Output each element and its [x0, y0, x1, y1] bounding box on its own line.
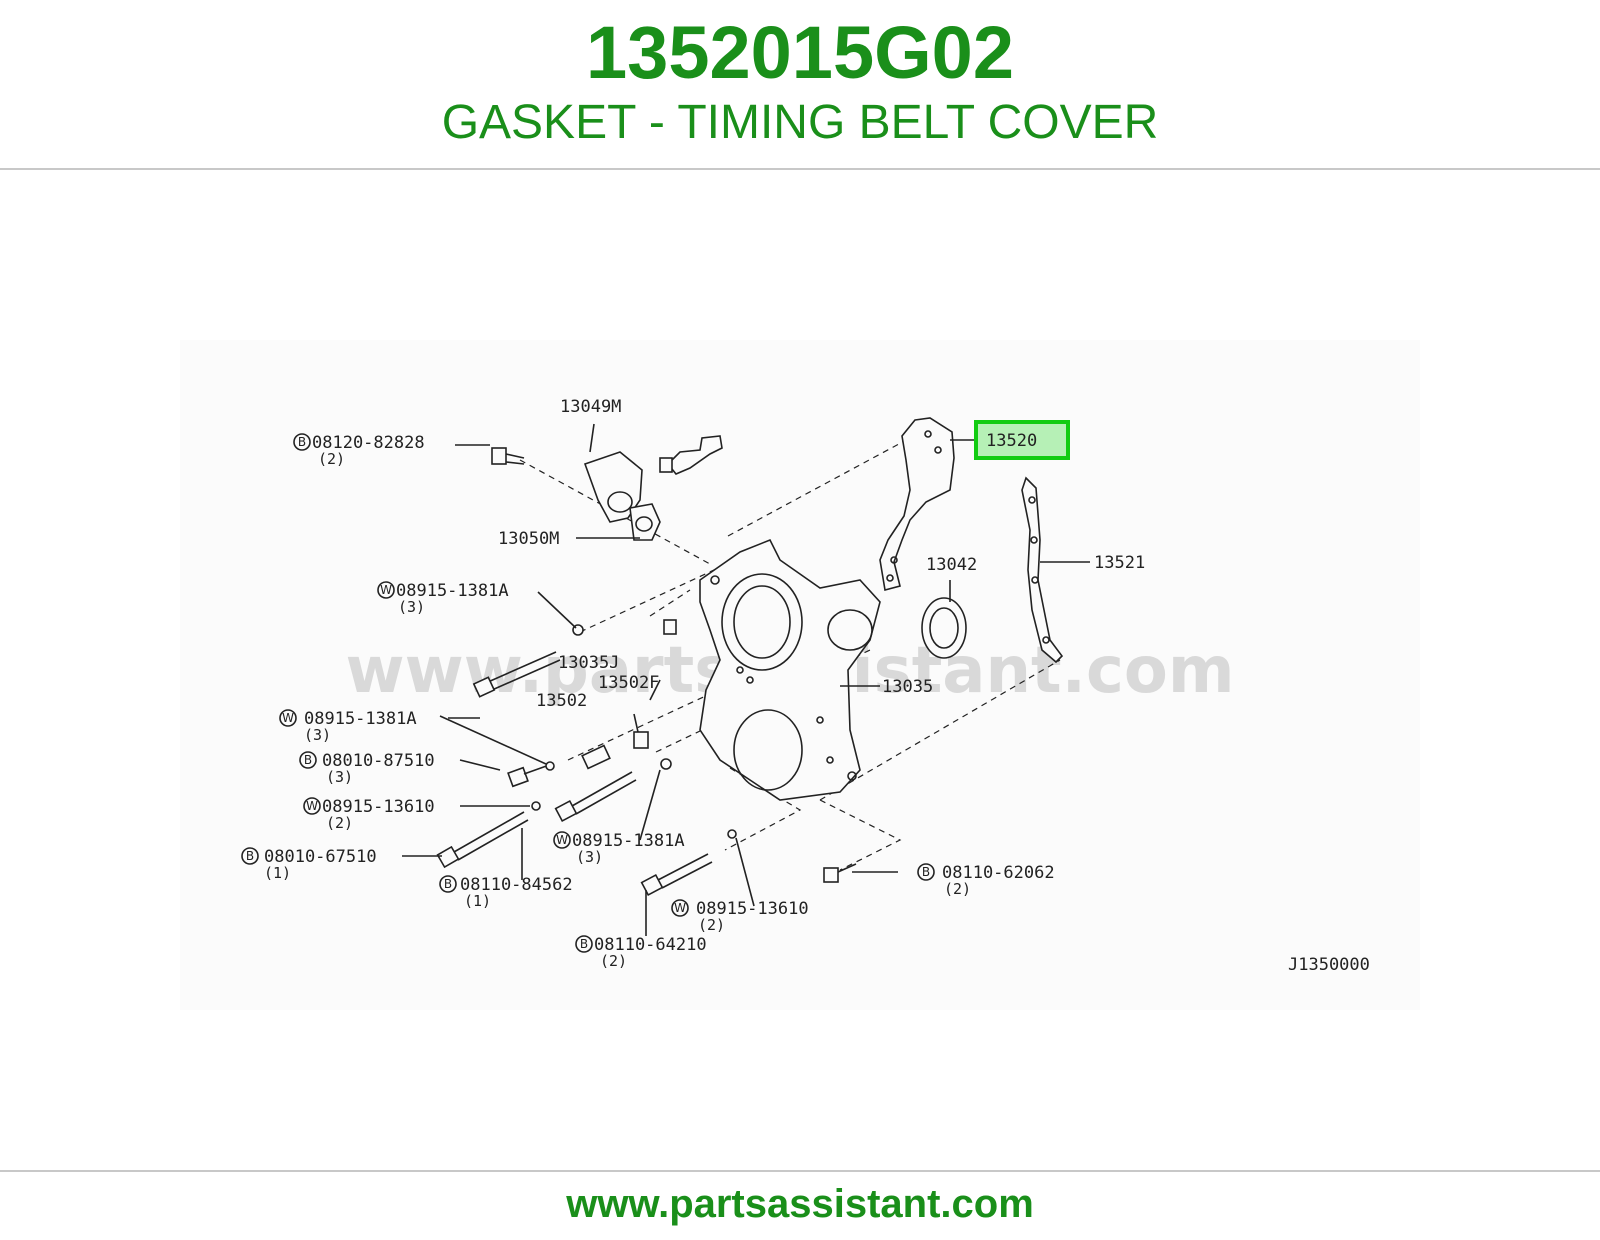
- label-13502[interactable]: 13502: [536, 691, 587, 711]
- callout-qty: (2): [944, 880, 971, 898]
- callout-qty: (2): [600, 952, 627, 970]
- callout-number: 08915-1381A: [572, 831, 685, 851]
- callout-w2[interactable]: W 08915-1381A (3): [279, 709, 417, 744]
- exploded-view-svg: .ln { stroke: #222; stroke-width: 1.6; f…: [241, 397, 1370, 975]
- callout-symbol: B: [298, 435, 306, 449]
- callout-symbol: W: [282, 711, 294, 725]
- callout-symbol: B: [444, 877, 452, 891]
- callout-number: 08110-84562: [460, 875, 573, 895]
- label-13050m[interactable]: 13050M: [498, 529, 559, 549]
- footer-site-link[interactable]: www.partsassistant.com: [566, 1182, 1034, 1226]
- gasket-13520-part: [879, 417, 955, 591]
- callout-qty: (3): [304, 726, 331, 744]
- callout-w3[interactable]: W 08915-13610 (2): [303, 797, 435, 832]
- callout-symbol: W: [556, 833, 568, 847]
- callout-b5[interactable]: B 08110-62062 (2): [917, 863, 1055, 898]
- part-number-title: 1352015G02: [586, 11, 1014, 94]
- callout-b1[interactable]: B 08120-82828 (2): [293, 433, 425, 468]
- callout-number: 08010-67510: [264, 847, 377, 867]
- callout-b3[interactable]: B 08010-67510 (1): [241, 847, 377, 882]
- callout-symbol: W: [380, 583, 392, 597]
- callout-number: 08120-82828: [312, 433, 425, 453]
- parts-diagram: .ln { stroke: #222; stroke-width: 1.6; f…: [180, 340, 1420, 1010]
- label-13521[interactable]: 13521: [1094, 553, 1145, 573]
- callout-number: 08915-13610: [322, 797, 435, 817]
- label-13049m[interactable]: 13049M: [560, 397, 621, 417]
- callout-symbol: B: [246, 849, 254, 863]
- callout-qty: (3): [326, 768, 353, 786]
- callout-w4[interactable]: W 08915-1381A (3): [553, 831, 685, 866]
- callout-number: 08915-13610: [696, 899, 809, 919]
- callout-qty: (2): [698, 916, 725, 934]
- callout-b2[interactable]: B 08010-87510 (3): [299, 751, 435, 786]
- diagram-code: J1350000: [1288, 955, 1370, 975]
- oil-seal-part: [921, 597, 967, 659]
- callout-qty: (3): [576, 848, 603, 866]
- callout-qty: (1): [464, 892, 491, 910]
- label-13035[interactable]: 13035: [882, 677, 933, 697]
- callout-b4[interactable]: B 08110-84562 (1): [439, 875, 573, 910]
- label-13502f[interactable]: 13502F: [598, 673, 659, 693]
- gasket-13521-part: [1021, 476, 1064, 664]
- callout-number: 08110-62062: [942, 863, 1055, 883]
- callout-b6[interactable]: B 08110-64210 (2): [575, 935, 707, 970]
- callout-qty: (2): [318, 450, 345, 468]
- callout-symbol: W: [306, 799, 318, 813]
- callout-number: 08010-87510: [322, 751, 435, 771]
- label-13520[interactable]: 13520: [986, 431, 1037, 451]
- callout-qty: (2): [326, 814, 353, 832]
- callout-qty: (3): [398, 598, 425, 616]
- part-labels: 13049M 13050M 13520 13521 13042 13035J 1…: [498, 397, 1145, 711]
- callout-qty: (1): [264, 864, 291, 882]
- part-description: GASKET - TIMING BELT COVER: [441, 96, 1159, 149]
- fastener-callouts: B 08120-82828 (2) W 08915-1381A (3) W 08…: [241, 433, 1055, 970]
- timing-cover-part: [699, 538, 881, 801]
- bolts-and-washers: [436, 447, 857, 897]
- highlight-box-13520: [974, 420, 1070, 460]
- thermostat-housing-part: [583, 435, 723, 541]
- label-13035j[interactable]: 13035J: [558, 653, 619, 673]
- callout-number: 08915-1381A: [304, 709, 417, 729]
- page-header: 1352015G02 GASKET - TIMING BELT COVER: [0, 0, 1600, 168]
- leader-lines: [402, 423, 1090, 936]
- callout-symbol: B: [304, 753, 312, 767]
- callout-w1[interactable]: W 08915-1381A (3): [377, 581, 509, 616]
- callout-w5[interactable]: W 08915-13610 (2): [671, 899, 809, 934]
- label-13042[interactable]: 13042: [926, 555, 977, 575]
- callout-symbol: B: [580, 937, 588, 951]
- callout-symbol: B: [922, 865, 930, 879]
- footer-divider: [0, 1170, 1600, 1172]
- callout-number: 08915-1381A: [396, 581, 509, 601]
- callout-number: 08110-64210: [594, 935, 707, 955]
- header-divider: [0, 168, 1600, 170]
- callout-symbol: W: [674, 901, 686, 915]
